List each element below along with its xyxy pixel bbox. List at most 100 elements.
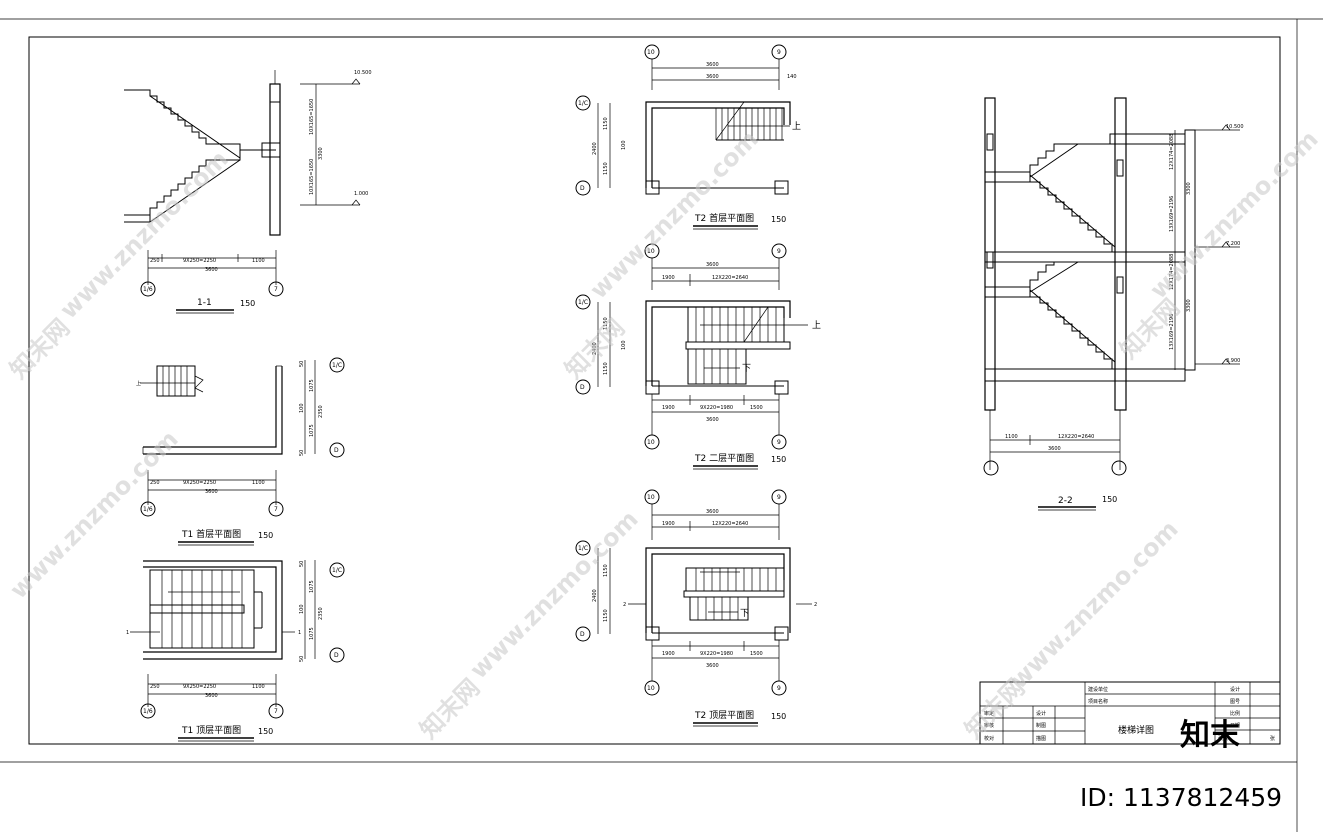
axis-bubble-right-bottom: 9 [777, 439, 781, 446]
riser-lower-upper: 12X174=2088 [1169, 254, 1175, 290]
axis-bubble-top: 1/C [578, 299, 588, 306]
dim-1900-bottom: 1900 [662, 405, 675, 411]
dim-right: 140 [787, 74, 797, 80]
tb-scale: 比例 [1230, 710, 1240, 717]
drawing-title: T1 顶层平面图 [181, 725, 241, 736]
vdim-100: 100 [299, 403, 305, 413]
watermark-brand: 知末网 [414, 674, 485, 745]
up-arrow-label: 上 [812, 320, 821, 331]
up-arrow-label: 上 [136, 380, 141, 387]
axis-bubble-left-bottom: 10 [647, 685, 655, 692]
dim-total: 3600 [205, 489, 218, 495]
axis-bubble-left: 10 [647, 248, 655, 255]
vdim-1075-top: 1075 [309, 379, 315, 392]
level-top: 10.500 [1226, 124, 1244, 130]
dim-1900-bottom: 1900 [662, 651, 675, 657]
vdim-mid: 100 [621, 340, 627, 350]
section-1-1: 10.500 1.000 10X165=1650 10X165=1650 330… [124, 70, 372, 314]
plan-t1-ground: 上 50 1075 100 1075 50 2350 1/C D 250 9X2… [136, 357, 345, 546]
axis-bubble-top: 1/C [332, 567, 342, 574]
vdim-total: 2350 [318, 607, 324, 620]
drawing-title: 2-2 [1058, 496, 1073, 506]
drawing-frame [28, 36, 1281, 745]
plan-t1-top: 1 1 50 1075 100 1075 50 2350 1/C D 250 9… [126, 560, 345, 742]
drawing-title: T2 顶层平面图 [694, 710, 754, 721]
axis-bubble-bottom: D [580, 384, 585, 391]
vdim-bottom: 1150 [603, 609, 609, 622]
elevation-bottom-label: 1.000 [354, 191, 368, 197]
corner-logo-watermark: 知末 [1180, 718, 1240, 753]
vdim-bottom: 1150 [603, 362, 609, 375]
cut-mark-right: 2 [814, 602, 817, 608]
dim-total: 3600 [706, 417, 719, 423]
axis-bubble-bottom: D [334, 652, 339, 659]
axis-bubble-left: 1/6 [143, 506, 153, 513]
cut-mark-right: 1 [298, 630, 301, 636]
axis-bubble-top: 1/C [332, 362, 342, 369]
axis-bubble-right-bottom: 9 [777, 685, 781, 692]
axis-bubble-bottom: D [580, 185, 585, 192]
title-block: 建设单位 项目名称 设计 图号 审定 设计 日期 审核 制图 比例 校对 描图 … [979, 681, 1281, 745]
cut-mark-left: 1 [126, 630, 129, 636]
vdim-1075-top: 1075 [309, 580, 315, 593]
dim-top: 3600 [706, 509, 719, 515]
drawing-scale: 150 [771, 215, 786, 224]
tb-approve: 审定 [984, 710, 994, 717]
axis-bubble-bottom: D [580, 631, 585, 638]
dim-top: 3600 [706, 62, 719, 68]
axis-bubble-right: 7 [274, 286, 278, 293]
tb-drawing-no: 图号 [1230, 699, 1240, 705]
level-bottom: 3.900 [1226, 358, 1240, 364]
dim-treads: 12X220=2640 [712, 275, 748, 281]
axis-bubble-bottom: D [334, 447, 339, 454]
vdim-total: 2400 [592, 342, 598, 355]
drawing-scale: 150 [771, 712, 786, 721]
tb-design: 设计 [1230, 686, 1240, 693]
storey-height-lower: 3300 [1186, 299, 1192, 312]
dim-total: 3600 [205, 267, 218, 273]
drawing-scale: 150 [258, 531, 273, 540]
axis-bubble-left: 10 [647, 49, 655, 56]
down-arrow-label: 下 [742, 364, 751, 374]
axis-bubble-left: 1/6 [143, 708, 153, 715]
dim-total: 3600 [706, 663, 719, 669]
dim-treads: 12X220=2640 [712, 521, 748, 527]
drawing-scale: 150 [771, 455, 786, 464]
vdim-50-top: 50 [299, 361, 305, 367]
dim-1500: 1500 [750, 651, 763, 657]
axis-bubble-right: 7 [274, 708, 278, 715]
mid-dim: 3300 [318, 147, 324, 160]
vdim-total: 2350 [318, 405, 324, 418]
vdim-total: 2400 [592, 589, 598, 602]
vdim-1075-bottom: 1075 [309, 424, 315, 437]
tb-designer: 设计 [1036, 710, 1046, 717]
tb-drawing-name: 楼梯详图 [1118, 724, 1154, 736]
drawing-scale: 150 [1102, 495, 1117, 504]
dim-treads: 9X250=2250 [183, 480, 216, 486]
riser-upper-lower: 13X169=2196 [1169, 196, 1175, 232]
axis-bubble-left-bottom: 10 [647, 439, 655, 446]
axis-bubble-left: 1/6 [143, 286, 153, 293]
plan-t2-ground: 10 9 3600 3600 140 上 1/C D 1150 [575, 44, 801, 230]
dim-250: 250 [150, 258, 160, 264]
axis-bubble-left: 10 [647, 494, 655, 501]
watermark-brand: 知末网 [559, 314, 630, 385]
dim-top: 3600 [706, 262, 719, 268]
tb-trace: 描图 [1036, 735, 1046, 742]
tb-project: 项目名称 [1088, 698, 1108, 705]
tb-review: 审核 [984, 722, 994, 729]
vdim-total: 2400 [592, 142, 598, 155]
storey-height-upper: 3300 [1186, 182, 1192, 195]
dim-total: 3600 [205, 693, 218, 699]
dim-1100: 1100 [252, 684, 265, 690]
dim-250: 250 [150, 684, 160, 690]
dim-1500: 1500 [750, 405, 763, 411]
dim-1900: 1900 [662, 521, 675, 527]
drawing-scale: 150 [240, 299, 255, 308]
plan-t2-second: 10 9 3600 1900 12X220=2640 上 [575, 243, 821, 470]
vdim-mid: 100 [621, 140, 627, 150]
watermark-text: www.znzmo.com [464, 505, 643, 684]
axis-bubble-top: 1/C [578, 100, 588, 107]
vdim-50-bottom: 50 [299, 656, 305, 662]
vdim-100: 100 [299, 604, 305, 614]
